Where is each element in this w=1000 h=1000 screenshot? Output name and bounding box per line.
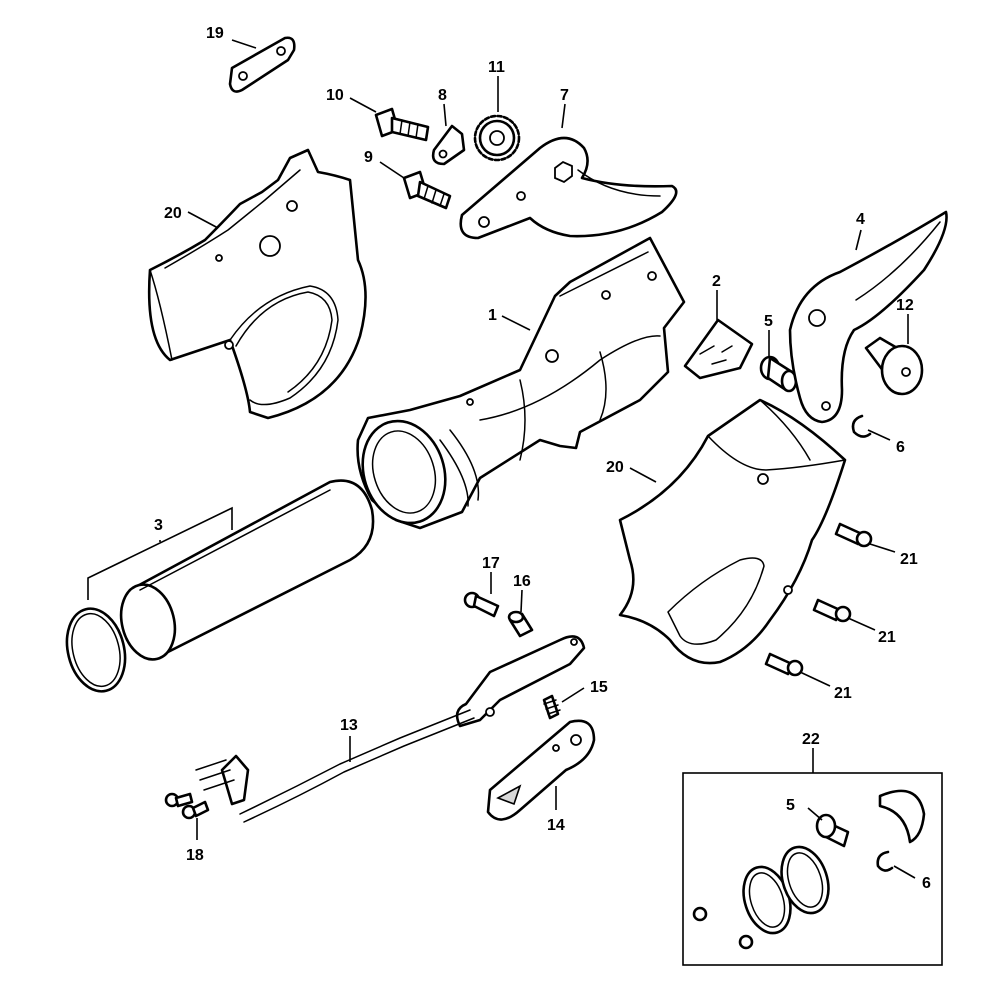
part-17-screw — [463, 591, 500, 618]
callout-21-b: 21 — [878, 629, 896, 646]
callout-4: 4 — [856, 211, 865, 228]
callout-20-lower: 20 — [606, 459, 624, 476]
callout-12: 12 — [896, 297, 914, 314]
callout-14: 14 — [547, 817, 565, 834]
callout-19: 19 — [206, 25, 224, 42]
part-21-screw-b — [812, 598, 852, 623]
part-20-upper-shell — [147, 148, 367, 420]
callout-7: 7 — [560, 87, 569, 104]
callout-20-upper: 20 — [164, 205, 182, 222]
callout-18: 18 — [186, 847, 204, 864]
part-21-screw-a — [834, 522, 873, 548]
callout-1: 1 — [488, 307, 497, 324]
callout-11: 11 — [488, 59, 505, 76]
part-16-pin — [507, 610, 534, 638]
callout-3: 3 — [154, 517, 163, 534]
part-8-lever — [431, 124, 466, 166]
callout-2: 2 — [712, 273, 721, 290]
callout-labels: 19 10 8 11 7 9 20 1 2 4 5 12 6 20 3 21 1… — [154, 25, 931, 892]
part-2-bracket — [683, 318, 754, 380]
callout-9: 9 — [364, 149, 373, 166]
callout-21-a: 21 — [900, 551, 918, 568]
callout-6-kit: 6 — [922, 875, 931, 892]
part-19-plate — [228, 36, 296, 93]
part-3-tube — [119, 479, 375, 661]
part-14-trigger — [486, 719, 596, 821]
part-15-spring — [542, 694, 561, 720]
part-12-knob — [864, 336, 924, 396]
callout-8: 8 — [438, 87, 447, 104]
callout-13: 13 — [340, 717, 358, 734]
part-22-kit — [682, 772, 943, 966]
part-5-pin-upper — [759, 355, 798, 393]
callout-5-upper: 5 — [764, 313, 773, 330]
part-6-clip-upper — [851, 414, 872, 438]
part-21-screw-c — [764, 652, 804, 677]
callout-15: 15 — [590, 679, 608, 696]
part-9-bolt — [402, 170, 452, 210]
callout-22: 22 — [802, 731, 820, 748]
callout-10: 10 — [326, 87, 344, 104]
callout-16: 16 — [513, 573, 531, 590]
part-18-screws — [164, 792, 210, 820]
callout-6-upper: 6 — [896, 439, 905, 456]
part-4-blade — [788, 210, 948, 424]
part-1-main-body — [356, 236, 686, 530]
callout-21-c: 21 — [834, 685, 852, 702]
part-11-gear — [473, 114, 521, 162]
part-13-switch-ribbon — [195, 635, 586, 823]
callout-5-kit: 5 — [786, 797, 795, 814]
part-7-blade — [459, 136, 678, 240]
part-20-lower-shell — [618, 398, 847, 665]
callout-17: 17 — [482, 555, 500, 572]
part-3-o-ring — [65, 607, 127, 693]
part-10-bolt — [374, 107, 430, 142]
leader-lines — [87, 39, 916, 879]
